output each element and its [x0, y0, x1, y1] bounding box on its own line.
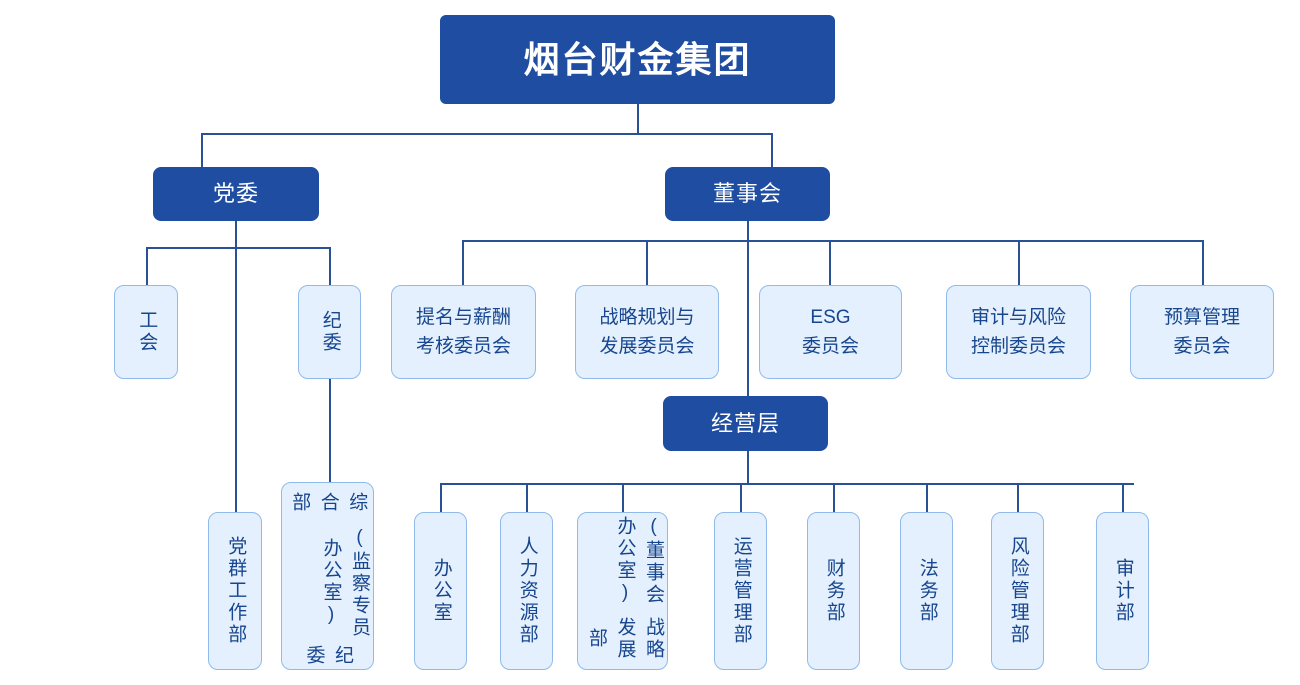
node-label: 经营层 [710, 410, 780, 436]
node-nomination-compensation-committee[interactable]: 提名与薪酬 考核委员会 [391, 285, 536, 379]
connector-root-down [637, 104, 639, 134]
node-label: 人力资源部 [516, 536, 538, 646]
connector-to-hr-dept [526, 483, 528, 512]
node-label: 董事会 [712, 181, 782, 207]
node-general-office[interactable]: 办公室 [414, 512, 467, 670]
connector-to-finance-dept [833, 483, 835, 512]
node-strategy-development-committee[interactable]: 战略规划与 发展委员会 [575, 285, 719, 379]
node-root-company[interactable]: 烟台财金集团 [440, 15, 835, 104]
node-audit-dept[interactable]: 审计部 [1096, 512, 1149, 670]
node-label: 烟台财金集团 [523, 39, 752, 80]
node-label: 党群工作部 [225, 536, 247, 646]
node-label: 审计部 [1112, 558, 1134, 624]
connector-management-bus [440, 483, 1134, 485]
node-budget-management-committee[interactable]: 预算管理 委员会 [1130, 285, 1274, 379]
connector-party-down [235, 221, 237, 247]
connector-to-legal-dept [926, 483, 928, 512]
connector-management-down [747, 451, 749, 483]
connector-to-party-committee [201, 133, 203, 167]
node-label: 提名与薪酬 考核委员会 [415, 306, 511, 357]
node-label: 运营管理部 [730, 536, 752, 646]
connector-to-party-work-dept [235, 247, 237, 512]
node-label: 工会 [136, 310, 158, 354]
connector-to-board [771, 133, 773, 167]
connector-to-budget-committee [1202, 240, 1204, 285]
node-label-col-left: 纪委 [303, 644, 354, 667]
connector-to-audit-risk-committee [1018, 240, 1020, 285]
connector-to-esg-committee [829, 240, 831, 285]
node-label: 法务部 [916, 558, 938, 624]
node-label: 风险管理部 [1007, 536, 1029, 646]
connector-to-operations-dept [740, 483, 742, 512]
node-label: ESG 委员会 [801, 306, 859, 357]
connector-party-bus [146, 247, 330, 249]
node-union[interactable]: 工会 [114, 285, 178, 379]
node-board-of-directors[interactable]: 董事会 [665, 167, 830, 221]
connector-discipline-to-office [329, 379, 331, 482]
node-label: 党委 [212, 181, 259, 207]
node-legal-affairs-dept[interactable]: 法务部 [900, 512, 953, 670]
node-human-resources-dept[interactable]: 人力资源部 [500, 512, 553, 670]
node-label: 预算管理 委员会 [1163, 306, 1240, 357]
connector-board-bus [462, 240, 1202, 242]
node-audit-risk-control-committee[interactable]: 审计与风险 控制委员会 [946, 285, 1091, 379]
connector-board-down [747, 221, 749, 240]
connector-to-strategy-dev-dept [622, 483, 624, 512]
node-finance-dept[interactable]: 财务部 [807, 512, 860, 670]
node-label: 财务部 [823, 558, 845, 624]
node-risk-management-dept[interactable]: 风险管理部 [991, 512, 1044, 670]
connector-board-to-management [747, 240, 749, 396]
connector-level2-bus [201, 133, 772, 135]
node-label-col-right: (董事会办公室) [614, 516, 665, 607]
node-party-committee[interactable]: 党委 [153, 167, 319, 221]
node-label: 审计与风险 控制委员会 [970, 306, 1066, 357]
node-party-mass-work-dept[interactable]: 党群工作部 [208, 512, 262, 670]
node-label: 办公室 [430, 558, 452, 624]
node-operations-management-dept[interactable]: 运营管理部 [714, 512, 767, 670]
node-discipline-inspection-general-office-dept[interactable]: 综合部 (监察专员办公室) 纪委 [281, 482, 374, 670]
node-esg-committee[interactable]: ESG 委员会 [759, 285, 902, 379]
node-label-col-mid: (监察专员办公室) [320, 526, 371, 639]
connector-to-office [440, 483, 442, 512]
node-strategy-development-dept[interactable]: (董事会办公室) 战略发展部 [577, 512, 668, 670]
node-management-layer[interactable]: 经营层 [663, 396, 828, 451]
connector-to-strategy-committee [646, 240, 648, 285]
connector-to-union [146, 247, 148, 285]
connector-to-risk-dept [1017, 483, 1019, 512]
connector-to-audit-dept [1122, 483, 1124, 512]
node-label-col-right: 综合部 [289, 491, 368, 514]
connector-to-discipline [329, 247, 331, 285]
node-discipline-committee[interactable]: 纪委 [298, 285, 361, 379]
node-label: 战略规划与 发展委员会 [599, 306, 695, 357]
node-label-col-left: 战略发展部 [586, 617, 664, 662]
node-label: 纪委 [319, 310, 341, 354]
connector-to-nomination-committee [462, 240, 464, 285]
